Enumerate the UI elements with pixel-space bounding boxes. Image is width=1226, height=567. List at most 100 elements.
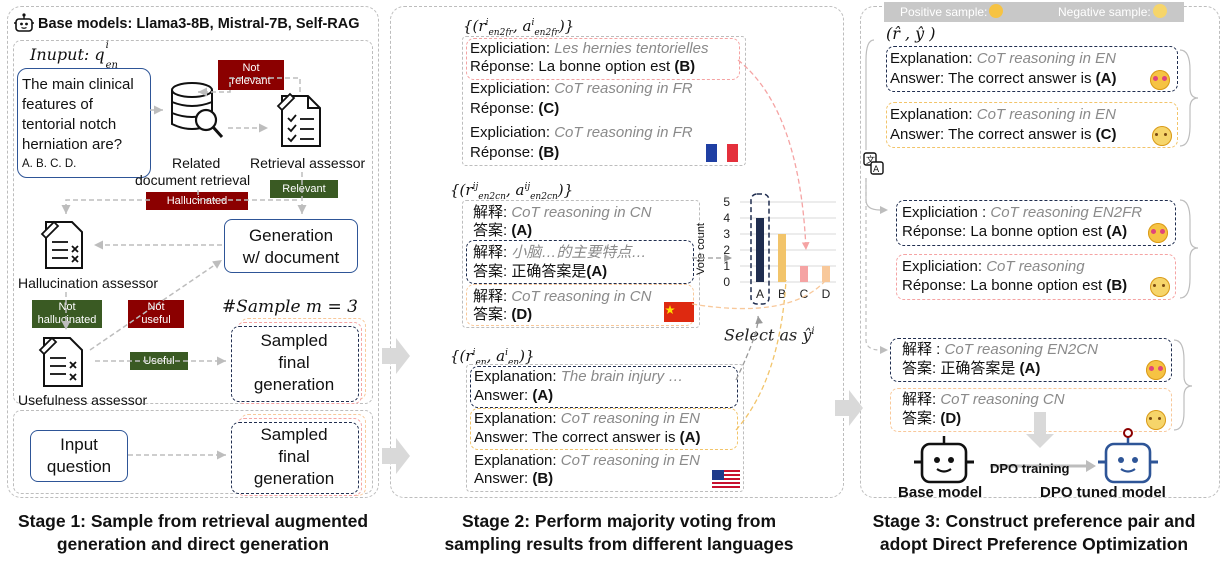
base-models-label: Base models: Llama3-8B, Mistral-7B, Self…	[38, 16, 360, 32]
cn-row-2: 答案: (A)	[473, 222, 533, 239]
question-box	[17, 68, 151, 178]
en-row-3: Explanation: CoT reasoning in EN	[474, 410, 700, 427]
direct-sampled-line-2: final	[278, 447, 310, 466]
fr-negative-box	[896, 254, 1176, 300]
happy-face-icon	[989, 4, 1004, 18]
happy-face-icon	[1146, 360, 1166, 380]
retrieval-assessor-label: Retrieval assessor	[250, 155, 366, 171]
question-line-4: herniation are?	[22, 136, 123, 153]
legend-negative-label: Negative sample:	[1058, 4, 1167, 21]
base-model-label: Base model	[898, 484, 983, 501]
dpo-tuned-model-label: DPO tuned model	[1040, 484, 1166, 501]
en-negative-box	[886, 102, 1178, 148]
china-flag-icon	[664, 302, 694, 322]
fr-row-1: Expliciation: Les hernies tentorielles	[470, 40, 709, 57]
sampled-final-generation-box	[231, 326, 359, 402]
cn-pos-line-1: 解释 : CoT reasoning EN2CN	[902, 341, 1098, 358]
cn-row-4: 答案: 正确答案是(A)	[473, 263, 608, 280]
cn-row-1: 解释: CoT reasoning in CN	[473, 204, 652, 221]
usa-flag-icon	[712, 470, 740, 488]
fr-first-sample-highlight	[466, 38, 740, 80]
input-question-line-2: question	[46, 457, 112, 476]
svg-text:文: 文	[866, 154, 875, 166]
en-row-2: Answer: (A)	[474, 387, 554, 404]
en-row-5: Explanation: CoT reasoning in EN	[474, 452, 700, 469]
generation-doc-line-1: Generation	[248, 226, 334, 245]
dpo-robot-icon	[1096, 428, 1160, 486]
en-second-sample-highlight	[470, 408, 738, 450]
fr-row-6: Réponse: (B)	[470, 144, 560, 161]
hallucination-assessor-icon	[38, 218, 90, 272]
sad-face-icon	[1150, 277, 1170, 297]
document-check-icon	[276, 92, 326, 150]
generation-doc-line-2: w/ document	[242, 248, 340, 267]
en-row-4: Answer: The correct answer is (A)	[474, 429, 701, 446]
cn-set-label: {(rijen2cn, aijen2cn)}	[450, 181, 574, 202]
cn-positive-box	[890, 338, 1172, 382]
select-as-label: Select as ŷi	[724, 325, 815, 345]
question-line-1: The main clinical	[22, 76, 134, 93]
dpo-training-label: DPO training	[990, 461, 1070, 476]
legend-positive-label: Positive sample:	[900, 4, 1004, 21]
relevant-badge: Relevant	[270, 180, 338, 198]
related-retrieval-line-2: document retrieval	[135, 172, 251, 188]
fr-row-4: Réponse: (C)	[470, 100, 560, 117]
fr-row-2: Réponse: La bonne option est (B)	[470, 58, 696, 75]
direct-sampled-line-1: Sampled	[260, 425, 328, 444]
useful-badge: Useful	[130, 352, 188, 370]
cn-third-sample-highlight	[466, 284, 694, 326]
fr-pos-line-1: Expliciation : CoT reasoning EN2FR	[902, 204, 1143, 221]
sampled-line-1: Sampled	[260, 331, 328, 350]
sad-face-icon	[1152, 126, 1172, 146]
input-question-line-1: Input	[60, 435, 98, 454]
en-set-label: {(rien, aien)}	[450, 347, 535, 368]
sample-m-label: #Sample m = 3	[222, 297, 358, 317]
robot-icon	[13, 12, 35, 34]
direct-sampled-final-generation-box	[231, 422, 359, 494]
question-line-3: tentorial notch	[22, 116, 117, 133]
fr-pos-line-2: Réponse: La bonne option est (A)	[902, 223, 1128, 240]
happy-face-icon	[1148, 223, 1168, 243]
sad-face-icon	[1152, 4, 1167, 18]
input-question-box	[30, 430, 128, 482]
fr-set-label: {(rien2fr, aien2fr)}	[463, 17, 575, 38]
sampled-line-2: final	[278, 353, 310, 372]
en-row-1: Explanation: The brain injury …	[474, 368, 684, 385]
en-neg-line-1: Explanation: CoT reasoning in EN	[890, 106, 1116, 123]
base-model-robot-icon	[912, 436, 976, 486]
pair-label: (r̂ , ŷ )	[886, 24, 936, 43]
en-first-sample-highlight	[470, 366, 738, 408]
france-flag-icon	[706, 144, 739, 162]
cn-row-6: 答案: (D)	[473, 306, 533, 323]
fr-row-3: Expliciation: CoT reasoning in FR	[470, 80, 693, 97]
generation-with-document-box	[224, 219, 358, 273]
en-positive-box	[886, 46, 1178, 92]
usefulness-assessor-icon	[36, 334, 90, 390]
direct-sampled-line-3: generation	[253, 469, 335, 488]
sad-face-icon	[1146, 410, 1166, 430]
hallucinated-badge: Hallucinated	[146, 192, 248, 210]
cn-neg-line-2: 答案: (D)	[902, 410, 962, 427]
fr-row-5: Expliciation: CoT reasoning in FR	[470, 124, 693, 141]
cn-pos-line-2: 答案: 正确答案是 (A)	[902, 360, 1041, 377]
fr-positive-box	[896, 200, 1176, 246]
sampled-line-3: generation	[253, 375, 335, 394]
fr-neg-line-1: Expliciation: CoT reasoning	[902, 258, 1085, 275]
happy-face-icon	[1150, 70, 1170, 90]
en-row-6: Answer: (B)	[474, 470, 554, 487]
hallucination-assessor-label: Hallucination assessor	[18, 275, 159, 291]
cn-neg-line-1: 解释: CoT reasoning CN	[902, 391, 1065, 408]
en-pos-line-2: Answer: The correct answer is (A)	[890, 70, 1117, 87]
en-pos-line-1: Explanation: CoT reasoning in EN	[890, 50, 1116, 67]
legend-bar	[884, 2, 1184, 22]
fr-neg-line-2: Réponse: La bonne option est (B)	[902, 277, 1128, 294]
cn-selected-sample-highlight	[466, 240, 694, 284]
related-retrieval-line-1: Related	[172, 155, 221, 171]
